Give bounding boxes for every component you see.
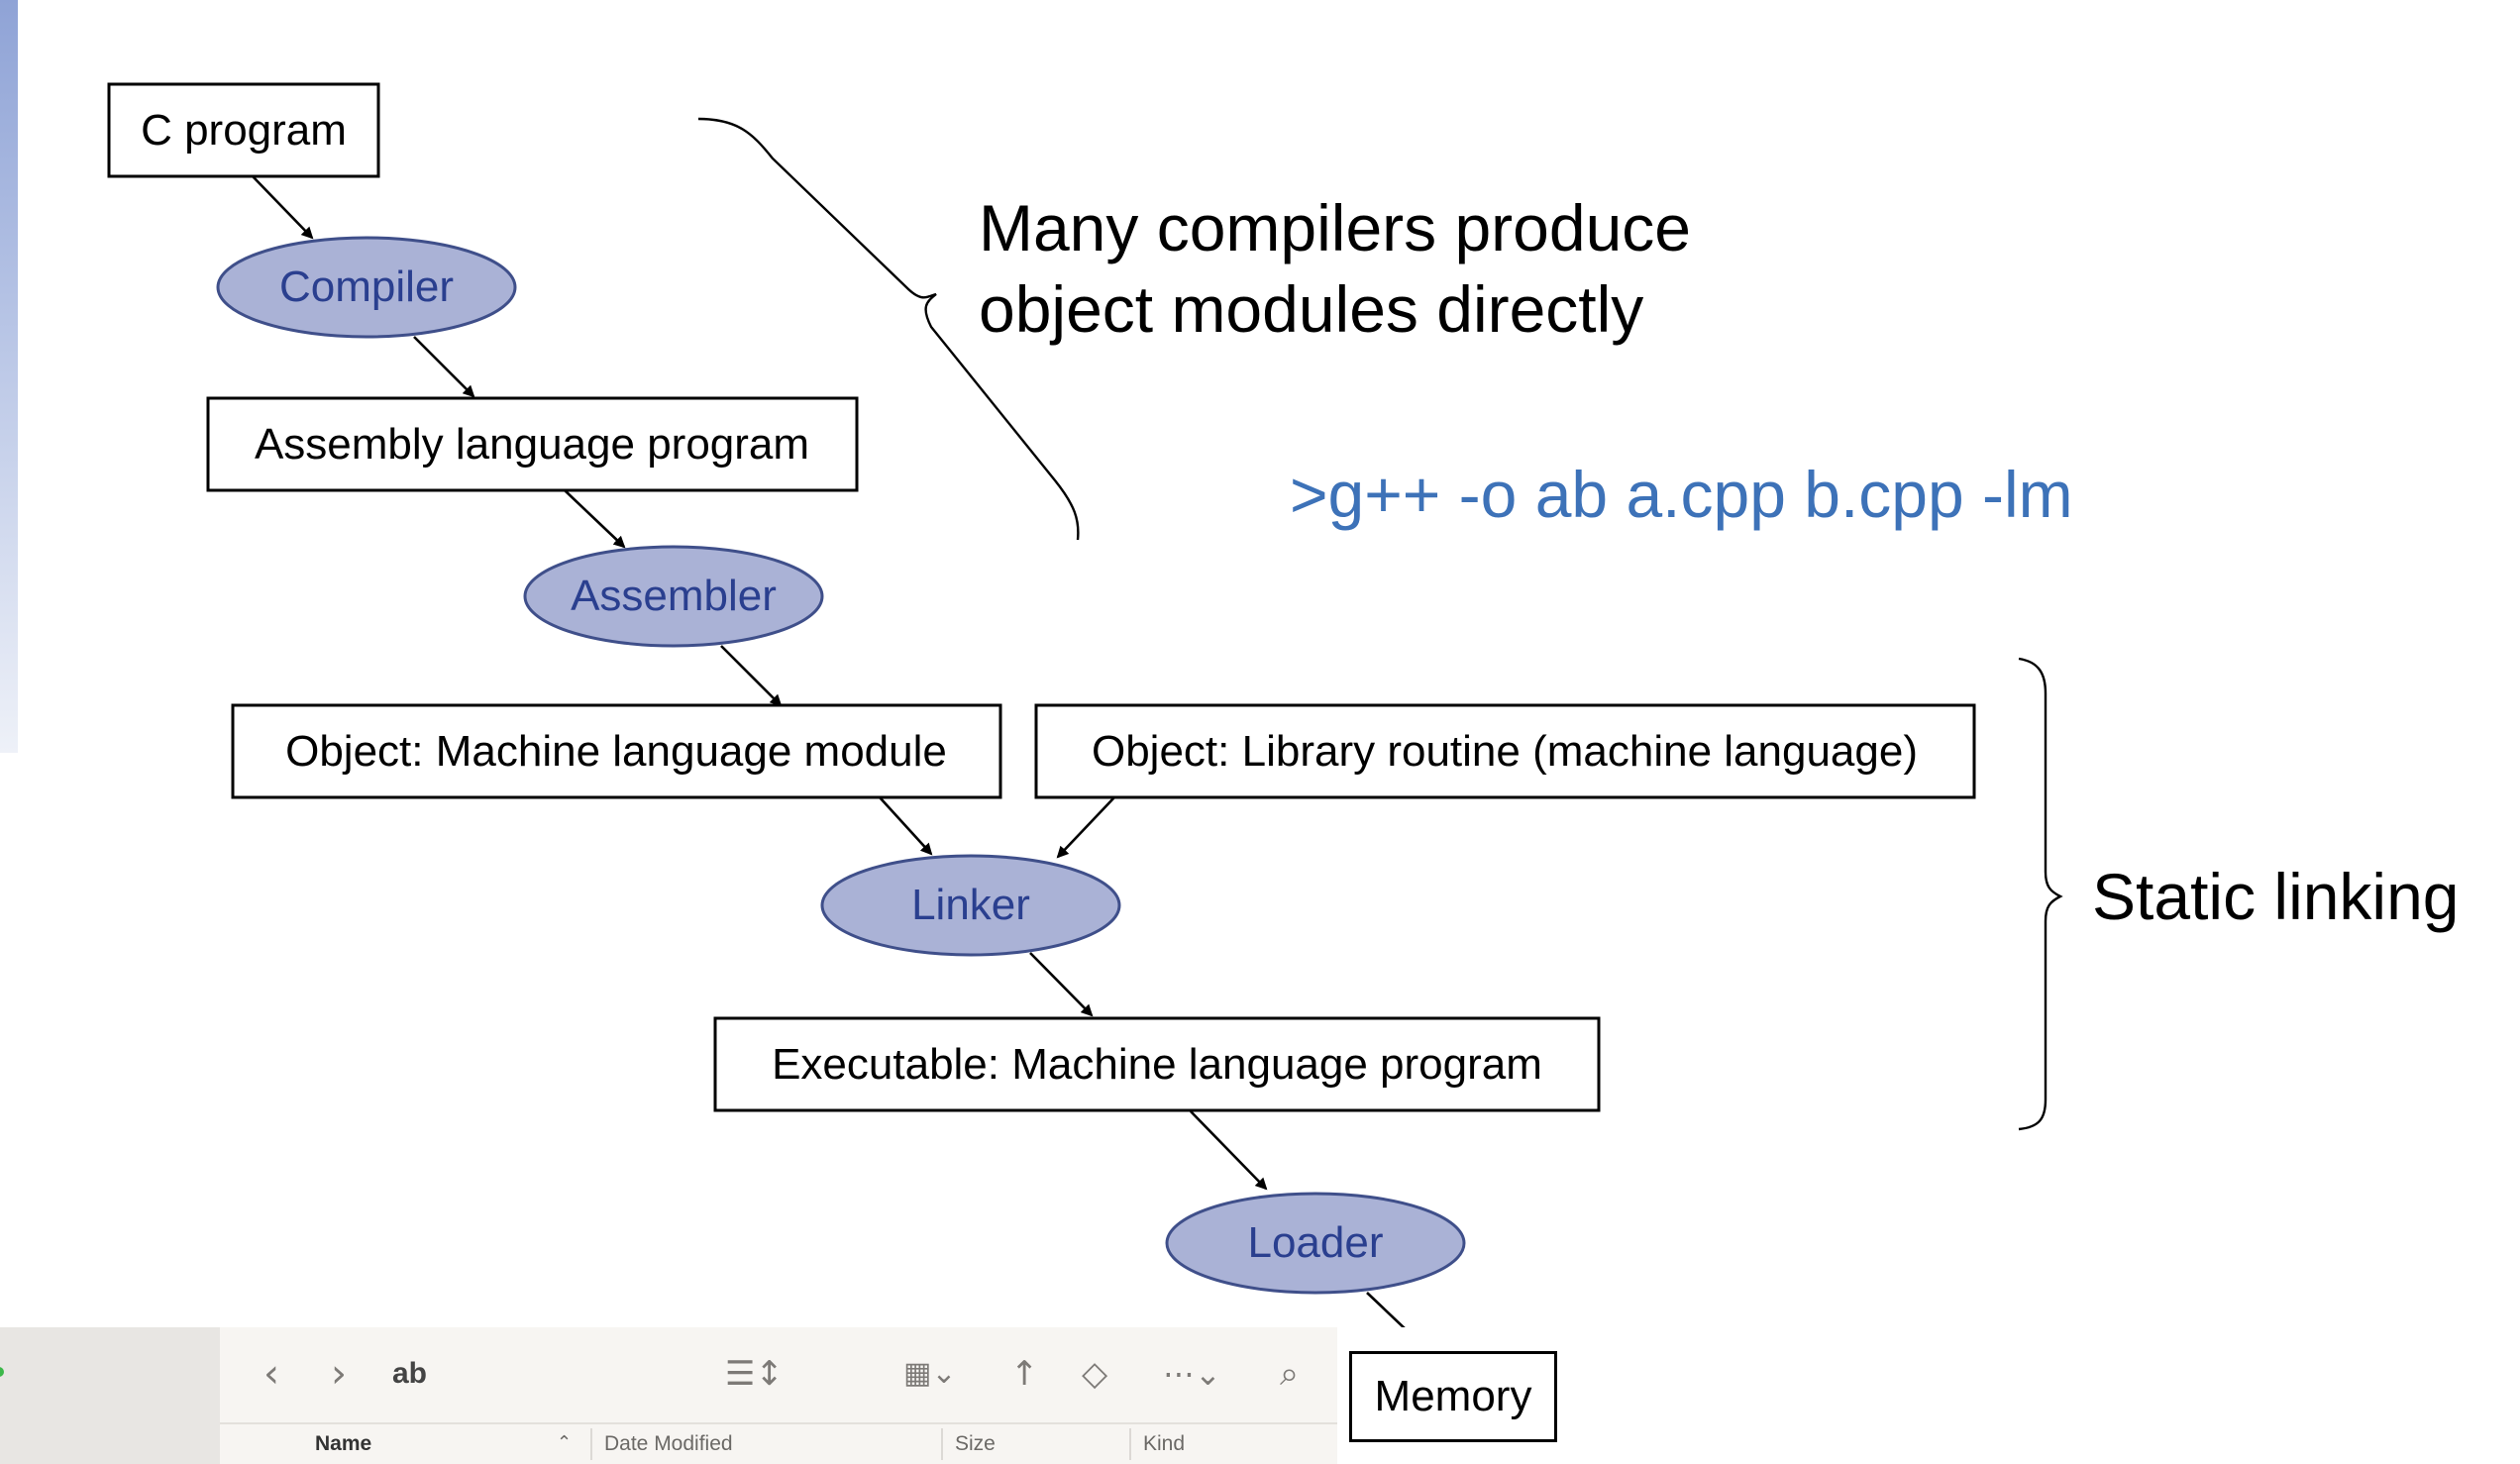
back-icon[interactable]: ‹ xyxy=(263,1351,279,1397)
node-memory-label: Memory xyxy=(1374,1372,1532,1420)
compilation-flow-diagram: C program Assembly language program Obje… xyxy=(107,82,2460,1327)
search-icon[interactable]: ⌕ xyxy=(1280,1354,1300,1394)
edge-compiler-assembly xyxy=(413,336,475,398)
edge-assembly-assembler xyxy=(564,489,626,549)
compilers-note-line1: Many compilers produce xyxy=(979,191,1691,264)
node-assembly-program xyxy=(206,396,859,492)
edge-linker-executable xyxy=(1029,952,1094,1017)
node-executable-label: Executable: Machine language program xyxy=(772,1040,1542,1089)
list-view-icon[interactable]: ☰↕ xyxy=(725,1354,784,1394)
tag-icon[interactable]: ◇ xyxy=(1082,1354,1108,1394)
node-assembly-program-label: Assembly language program xyxy=(255,420,809,469)
sort-chevron-icon[interactable]: ⌃ xyxy=(557,1432,573,1452)
edge-object-linker xyxy=(879,796,933,856)
column-date-modified[interactable]: Date Modified xyxy=(604,1432,733,1455)
node-loader-label: Loader xyxy=(1247,1218,1383,1267)
node-assembler-label: Assembler xyxy=(571,572,777,620)
node-loader xyxy=(1165,1192,1466,1295)
node-c-program xyxy=(107,82,380,178)
node-compiler-label: Compiler xyxy=(279,262,454,311)
column-name[interactable]: Name xyxy=(315,1432,372,1455)
static-linking-label: Static linking xyxy=(2092,860,2460,933)
column-header-row: Name ⌃ Date Modified Size Kind xyxy=(220,1422,1337,1464)
finder-sidebar xyxy=(0,1327,220,1464)
node-object-module-label: Object: Machine language module xyxy=(285,727,947,776)
edge-executable-loader xyxy=(1190,1110,1268,1191)
gpp-command: >g++ -o ab a.cpp b.cpp -lm xyxy=(1290,458,2073,531)
share-icon[interactable]: ↑ xyxy=(1010,1354,1039,1394)
forward-icon[interactable]: › xyxy=(331,1351,347,1397)
node-assembler xyxy=(523,545,824,648)
grid-view-icon[interactable]: ▦⌄ xyxy=(903,1356,957,1391)
column-kind[interactable]: Kind xyxy=(1143,1432,1186,1455)
static-linking-brace xyxy=(2018,657,2063,1131)
more-icon[interactable]: ⋯⌄ xyxy=(1163,1355,1221,1393)
node-library-routine-label: Object: Library routine (machine languag… xyxy=(1092,727,1918,776)
node-compiler xyxy=(216,236,517,339)
compilers-brace xyxy=(697,117,1080,541)
node-object-module xyxy=(231,703,1002,799)
edge-assembler-object xyxy=(720,645,783,707)
column-size[interactable]: Size xyxy=(955,1432,996,1455)
edge-library-linker xyxy=(1056,796,1115,859)
edge-cprogram-compiler xyxy=(252,175,314,240)
column-divider xyxy=(1129,1428,1131,1460)
node-c-program-label: C program xyxy=(141,106,347,155)
slide-accent-bar xyxy=(0,0,18,753)
node-linker-label: Linker xyxy=(911,881,1030,929)
finder-toolbar: ‹ › ab ☰↕ ▦⌄ ↑ ◇ ⋯⌄ ⌕ xyxy=(220,1327,1337,1424)
window-zoom-button[interactable] xyxy=(0,1367,4,1377)
compilers-note-line2: object modules directly xyxy=(979,272,1643,346)
column-divider xyxy=(590,1428,592,1460)
folder-title: ab xyxy=(392,1357,428,1390)
node-memory: Memory xyxy=(1349,1351,1557,1442)
column-divider xyxy=(941,1428,943,1460)
node-library-routine xyxy=(1034,703,1976,799)
node-executable xyxy=(713,1016,1601,1112)
node-linker xyxy=(820,854,1121,957)
finder-window: ‹ › ab ☰↕ ▦⌄ ↑ ◇ ⋯⌄ ⌕ Name ⌃ Date Modifi… xyxy=(0,1327,1337,1464)
edge-loader-memory xyxy=(1366,1292,1406,1327)
